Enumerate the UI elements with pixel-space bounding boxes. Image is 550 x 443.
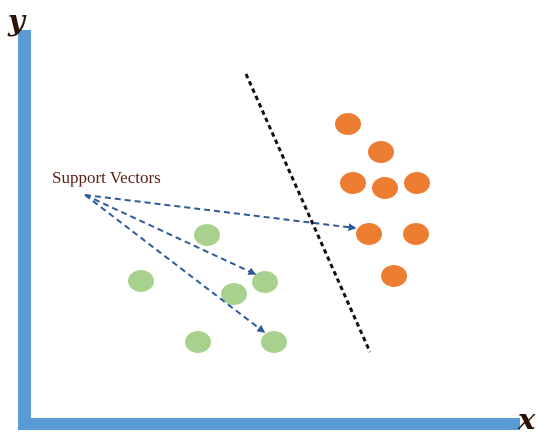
arrow-to-orange-support-vector (84, 194, 357, 232)
orange-class-points (335, 113, 430, 287)
green-class-points (128, 224, 287, 353)
orange-support-vector (356, 223, 382, 245)
separating-hyperplane (244, 73, 372, 353)
arrow-to-green-support-vector-lower (84, 194, 266, 333)
green-support-vector (252, 271, 278, 293)
green-support-vector (261, 331, 287, 353)
green-point (185, 331, 211, 353)
green-point (128, 270, 154, 292)
support-vector-arrows (84, 194, 357, 333)
orange-point (404, 172, 430, 194)
orange-point (340, 172, 366, 194)
orange-point (381, 265, 407, 287)
x-axis-line (18, 418, 520, 430)
green-point (221, 283, 247, 305)
orange-point (335, 113, 361, 135)
arrow-to-green-support-vector-upper (84, 194, 257, 275)
y-axis-line (18, 30, 31, 430)
orange-point (403, 223, 429, 245)
orange-point (368, 141, 394, 163)
green-point (194, 224, 220, 246)
support-vectors-label: Support Vectors (52, 168, 161, 187)
x-axis-label: x (517, 402, 536, 436)
y-axis-label: y (7, 3, 27, 37)
orange-point (372, 177, 398, 199)
